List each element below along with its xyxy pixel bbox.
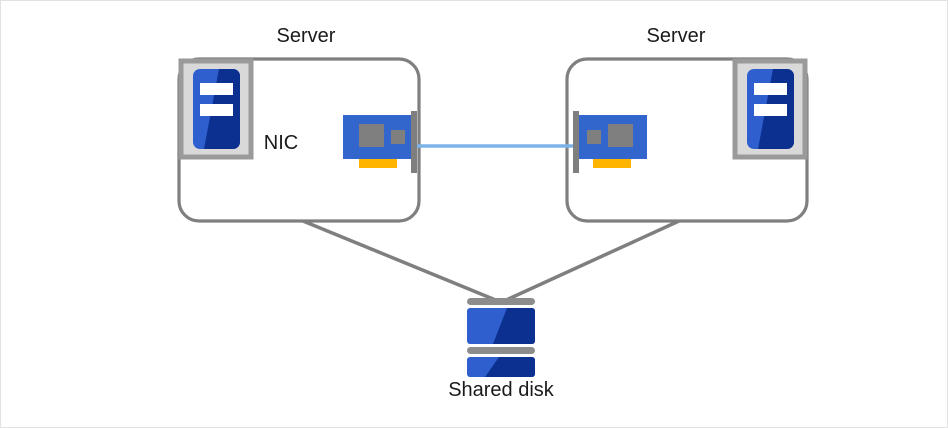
nic-chip-small-right [587,130,601,144]
nic-card-icon-left [343,111,417,173]
nic-label: NIC [263,132,299,154]
nic-bracket-left [411,111,417,173]
server-tower-icon-left [178,58,254,160]
nic-card-icon-right [573,111,647,173]
shared-disk-label: Shared disk [448,379,554,401]
nic-chip-large-left [359,124,384,147]
server-tower-icon-right [732,58,808,160]
nic-chip-small-left [391,130,405,144]
disk-band-bottom [467,347,535,354]
connector-left-server-to-disk [302,219,499,303]
nic-chip-large-right [608,124,633,147]
disk-platter-bottom [467,357,535,377]
disk-band-top [467,298,535,305]
server-label-left: Server [276,25,336,47]
disk-stack-icon [467,298,535,377]
nic-tab-left [359,159,397,168]
nic-bracket-right [573,111,579,173]
connector-right-server-to-disk [503,219,680,303]
server-label-right: Server [646,25,706,47]
nic-tab-right [593,159,631,168]
disk-platter-top [467,308,535,344]
